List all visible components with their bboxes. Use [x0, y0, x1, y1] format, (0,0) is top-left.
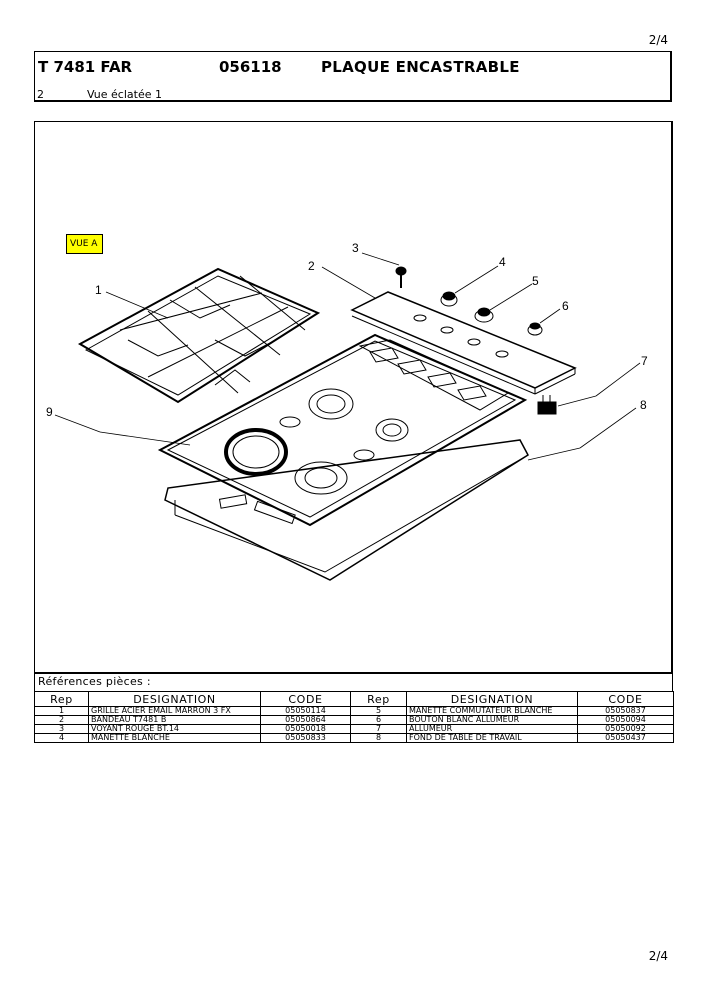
callout-7: 7	[641, 354, 648, 368]
rep-cell: 3	[34, 724, 89, 734]
table-row: 3 VOYANT ROUGE BT.14 05050018 7 ALLUMEUR…	[34, 724, 674, 734]
page-number-top: 2/4	[648, 33, 668, 47]
designation-cell: BANDEAU T7481 B	[88, 715, 261, 725]
part-indicator-light	[395, 266, 407, 288]
designation-cell: FOND DE TABLE DE TRAVAIL	[406, 733, 578, 743]
part-knob	[440, 291, 458, 307]
col-rep-2: Rep	[350, 691, 407, 707]
table-row: 2 BANDEAU T7481 B 05050864 6 BOUTON BLAN…	[34, 715, 674, 725]
code-cell: 05050114	[260, 706, 351, 716]
part-base-tray	[164, 439, 529, 581]
code-cell: 05050018	[260, 724, 351, 734]
part-igniter	[537, 395, 557, 415]
designation-cell: MANETTE BLANCHE	[88, 733, 261, 743]
designation-cell: ALLUMEUR	[406, 724, 578, 734]
callout-3: 3	[352, 241, 359, 255]
code-cell: 05050864	[260, 715, 351, 725]
rep-cell: 1	[34, 706, 89, 716]
callout-labels: 1 2 3 4 5 6 7 8 9	[46, 241, 648, 419]
callout-1: 1	[95, 283, 102, 297]
code-cell: 05050094	[577, 715, 674, 725]
col-rep: Rep	[34, 691, 89, 707]
designation-cell: MANETTE COMMUTATEUR BLANCHE	[406, 706, 578, 716]
parts-references-label: Références pièces :	[38, 675, 151, 688]
view-title: Vue éclatée 1	[87, 88, 162, 101]
rep-cell: 4	[34, 733, 89, 743]
code-cell: 05050437	[577, 733, 674, 743]
code-cell: 05050837	[577, 706, 674, 716]
designation-cell: GRILLE ACIER EMAIL MARRON 3 FX	[88, 706, 261, 716]
document-header: T 7481 FAR 056118 PLAQUE ENCASTRABLE 2 V…	[34, 51, 672, 102]
code-cell: 05050833	[260, 733, 351, 743]
rep-cell: 8	[350, 733, 407, 743]
col-code-2: CODE	[577, 691, 674, 707]
col-code: CODE	[260, 691, 351, 707]
product-code: 056118	[219, 58, 282, 76]
code-cell: 05050092	[577, 724, 674, 734]
table-row: 4 MANETTE BLANCHE 05050833 8 FOND DE TAB…	[34, 733, 674, 743]
model-number: T 7481 FAR	[38, 58, 133, 76]
page-number-bottom: 2/4	[648, 949, 668, 963]
part-hob-top	[157, 333, 528, 527]
product-title: PLAQUE ENCASTRABLE	[321, 58, 520, 76]
parts-table: Rep DESIGNATION CODE Rep DESIGNATION COD…	[34, 691, 674, 743]
part-control-panel	[350, 291, 577, 395]
table-row: 1 GRILLE ACIER EMAIL MARRON 3 FX 0505011…	[34, 706, 674, 716]
part-grate	[77, 267, 321, 404]
part-switch-knob	[474, 307, 494, 323]
col-designation-2: DESIGNATION	[406, 691, 578, 707]
callout-5: 5	[532, 274, 539, 288]
rep-cell: 5	[350, 706, 407, 716]
rep-cell: 6	[350, 715, 407, 725]
rep-cell: 2	[34, 715, 89, 725]
callout-6: 6	[562, 299, 569, 313]
view-a-tag: VUE A	[66, 234, 103, 254]
parts-table-header: Rep DESIGNATION CODE Rep DESIGNATION COD…	[34, 691, 674, 707]
exploded-view-frame	[34, 121, 673, 674]
col-designation: DESIGNATION	[88, 691, 261, 707]
designation-cell: BOUTON BLANC ALLUMEUR	[406, 715, 578, 725]
parts-references-header: Références pièces :	[34, 674, 673, 692]
callout-9: 9	[46, 405, 53, 419]
designation-cell: VOYANT ROUGE BT.14	[88, 724, 261, 734]
callout-leaders	[54, 252, 641, 461]
section-number: 2	[37, 88, 44, 101]
part-igniter-button	[527, 322, 543, 336]
rep-cell: 7	[350, 724, 407, 734]
callout-4: 4	[499, 255, 506, 269]
callout-2: 2	[308, 259, 315, 273]
callout-8: 8	[640, 398, 647, 412]
